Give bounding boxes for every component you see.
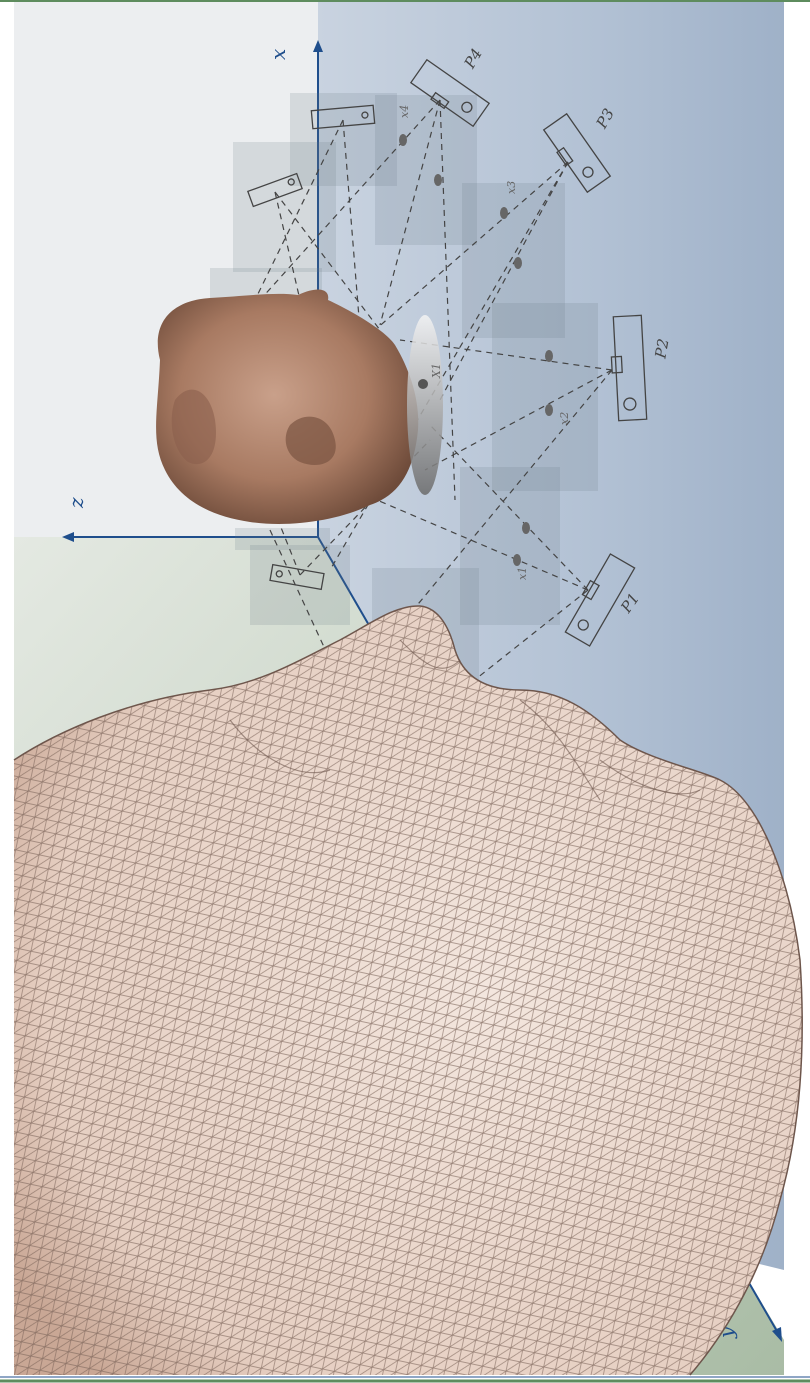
image-plane-2 — [492, 303, 598, 491]
image-point — [513, 554, 521, 566]
image-point — [545, 350, 553, 362]
point-label-x4: x4 — [398, 105, 411, 118]
image-plane-side-2 — [233, 142, 336, 272]
x-axis-label: x — [266, 49, 290, 60]
image-point — [522, 522, 530, 534]
camera-label-p2: P2 — [651, 337, 672, 360]
point-label-x1: x1 — [516, 567, 529, 580]
point-label-x3: x3 — [505, 181, 518, 194]
z-axis-label: z — [64, 497, 88, 509]
image-point — [514, 257, 522, 269]
image-point — [399, 134, 407, 146]
image-point — [500, 207, 508, 219]
image-point — [434, 174, 442, 186]
tangent-disk — [407, 315, 443, 495]
surface-point-x1 — [418, 379, 428, 389]
image-point — [545, 404, 553, 416]
point-label-x2: x2 — [558, 412, 571, 425]
surface-point-label: X1 — [430, 363, 443, 379]
